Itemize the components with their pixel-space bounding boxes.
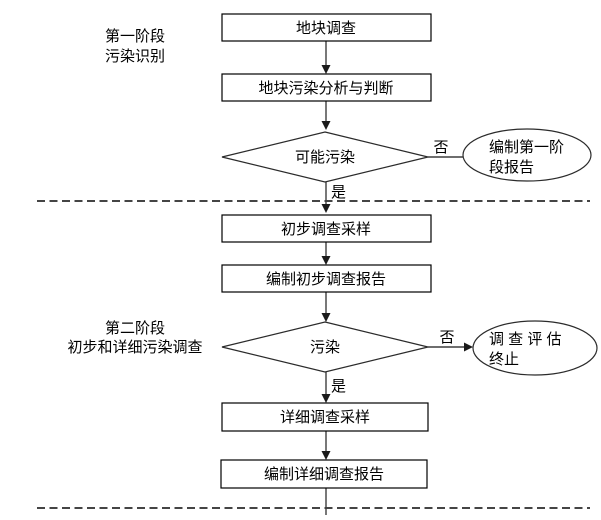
node-detail-sampling-label: 详细调查采样 bbox=[280, 409, 370, 426]
branch-yes-label-phase2: 是 bbox=[331, 378, 346, 395]
terminal-survey-ends-line1: 调 查 评 估 bbox=[489, 331, 562, 348]
phase1-group: 第一阶段 污染识别 地块调查 地块污染分析与判断 可能污染 否 是 编制第一阶 … bbox=[105, 13, 592, 201]
node-prelim-sampling bbox=[221, 214, 432, 243]
phase1-label-line1: 第一阶段 bbox=[105, 27, 165, 45]
node-detail-report-label: 编制详细调查报告 bbox=[264, 466, 384, 483]
phase1-label-line2: 污染识别 bbox=[105, 48, 165, 65]
arrowhead-to-analysis bbox=[321, 65, 331, 74]
arrowhead-to-decision2 bbox=[321, 313, 331, 322]
phase2-label-line1: 第二阶段 bbox=[105, 319, 165, 337]
node-prelim-report-label: 编制初步调查报告 bbox=[266, 271, 386, 288]
terminal-survey-ends-line2: 终止 bbox=[489, 351, 519, 368]
arrowhead-to-detail-report bbox=[321, 451, 331, 460]
node-prelim-report bbox=[221, 264, 432, 293]
arrowhead-to-prelim-report bbox=[321, 256, 331, 265]
terminal-phase1-report-line2: 段报告 bbox=[489, 159, 534, 176]
branch-no-label-phase2: 否 bbox=[439, 329, 454, 346]
node-prelim-sampling-label: 初步调查采样 bbox=[281, 221, 371, 238]
decision-pollution bbox=[221, 321, 429, 373]
node-pollution-analysis bbox=[221, 73, 432, 102]
arrowhead-to-terminal2 bbox=[464, 342, 473, 352]
branch-yes-label-phase1: 是 bbox=[331, 184, 346, 201]
phase2-label-line2: 初步和详细污染调查 bbox=[67, 339, 202, 356]
arrowhead-to-prelim-sampling bbox=[321, 204, 331, 213]
terminal-survey-ends bbox=[472, 320, 598, 376]
terminal-phase1-report bbox=[462, 128, 592, 182]
node-site-survey-label: 地块调查 bbox=[296, 20, 356, 37]
node-site-survey bbox=[221, 13, 432, 42]
terminal-phase1-report-line1: 编制第一阶 bbox=[489, 138, 564, 156]
decision-possible-pollution-label: 可能污染 bbox=[295, 149, 355, 166]
arrowhead-to-decision1 bbox=[321, 121, 331, 130]
phase2-group: 第二阶段 初步和详细污染调查 初步调查采样 编制初步调查报告 污染 否 是 调 … bbox=[67, 214, 598, 489]
connectors bbox=[321, 41, 473, 515]
node-detail-sampling bbox=[221, 402, 429, 432]
node-pollution-analysis-label: 地块污染分析与判断 bbox=[258, 80, 393, 97]
branch-no-label-phase1: 否 bbox=[433, 139, 448, 156]
decision-possible-pollution bbox=[221, 131, 429, 183]
decision-pollution-label: 污染 bbox=[310, 339, 340, 356]
arrowhead-to-detail-sampling bbox=[321, 394, 331, 403]
node-detail-report bbox=[220, 459, 428, 489]
